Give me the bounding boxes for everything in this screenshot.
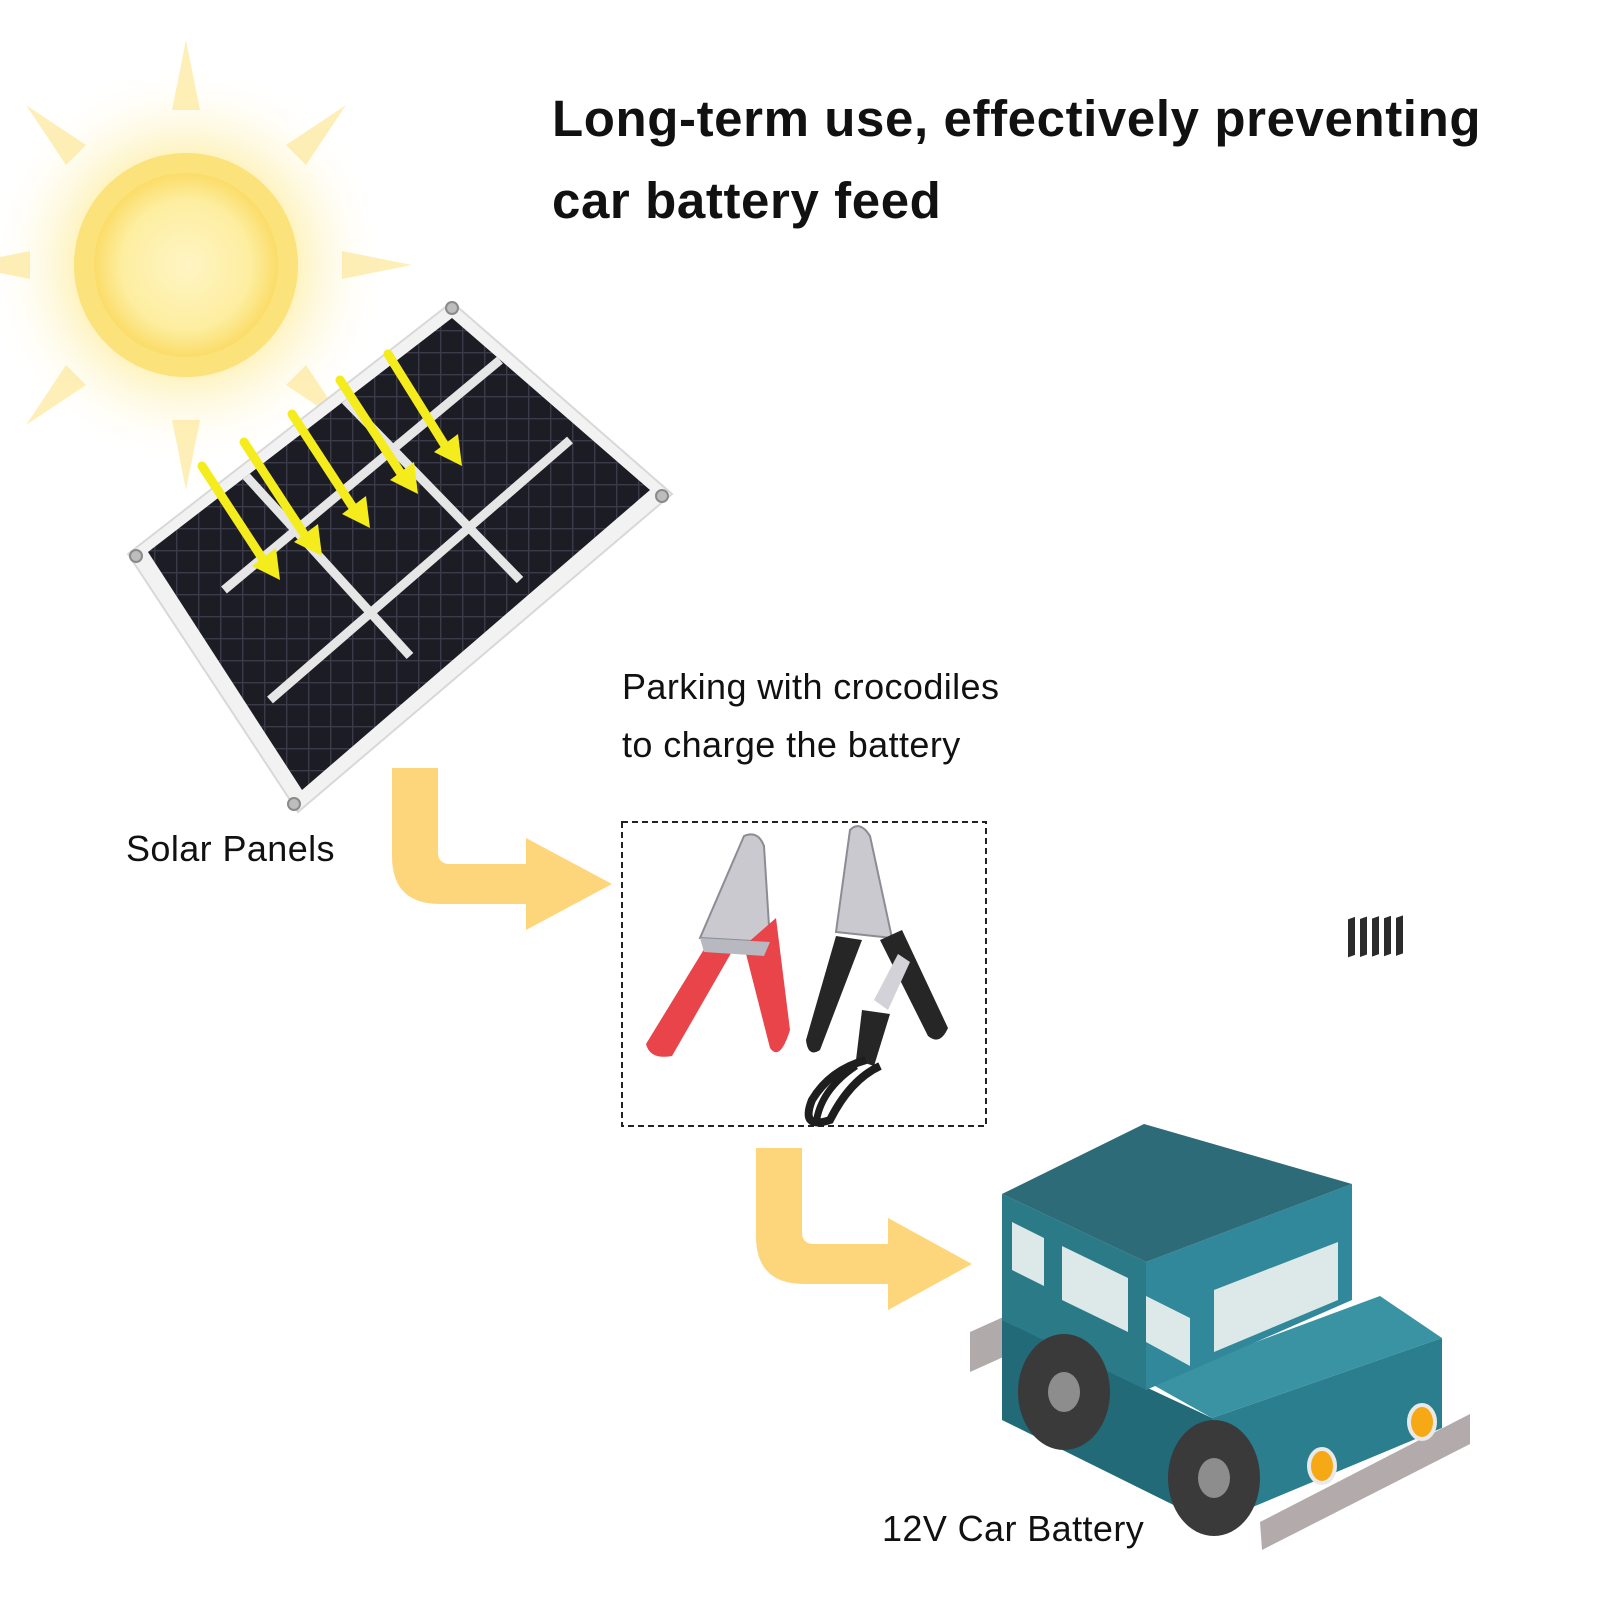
- ray-arrow-icon: [335, 375, 418, 494]
- wheel-rear: [1018, 1334, 1110, 1450]
- title-line-2: car battery feed: [552, 172, 942, 229]
- clips-caption: Parking with crocodiles to charge the ba…: [622, 658, 999, 774]
- car-battery-label: 12V Car Battery: [882, 1508, 1145, 1549]
- grille: [1348, 915, 1403, 958]
- crocodile-clips-icon: [621, 821, 987, 1127]
- wheel-front: [1168, 1420, 1260, 1536]
- red-clip: [646, 833, 790, 1057]
- ray-arrows: [197, 349, 462, 580]
- ray-arrow-icon: [383, 349, 462, 466]
- black-clip: [804, 825, 948, 1127]
- page-title: Long-term use, effectively preventing ca…: [552, 78, 1592, 242]
- caption-line-2: to charge the battery: [622, 724, 961, 765]
- car-icon: [970, 915, 1470, 1550]
- flow-arrow-icon: [756, 1148, 972, 1310]
- title-line-1: Long-term use, effectively preventing: [552, 90, 1482, 147]
- ray-arrow-icon: [239, 437, 322, 556]
- ray-arrow-icon: [197, 461, 280, 580]
- ray-arrow-icon: [287, 409, 370, 528]
- flow-arrow-icon: [392, 768, 612, 930]
- caption-line-1: Parking with crocodiles: [622, 666, 1000, 707]
- solar-panel-label: Solar Panels: [126, 828, 335, 869]
- solar-panel-icon: [126, 300, 674, 814]
- sun-icon: [0, 40, 412, 490]
